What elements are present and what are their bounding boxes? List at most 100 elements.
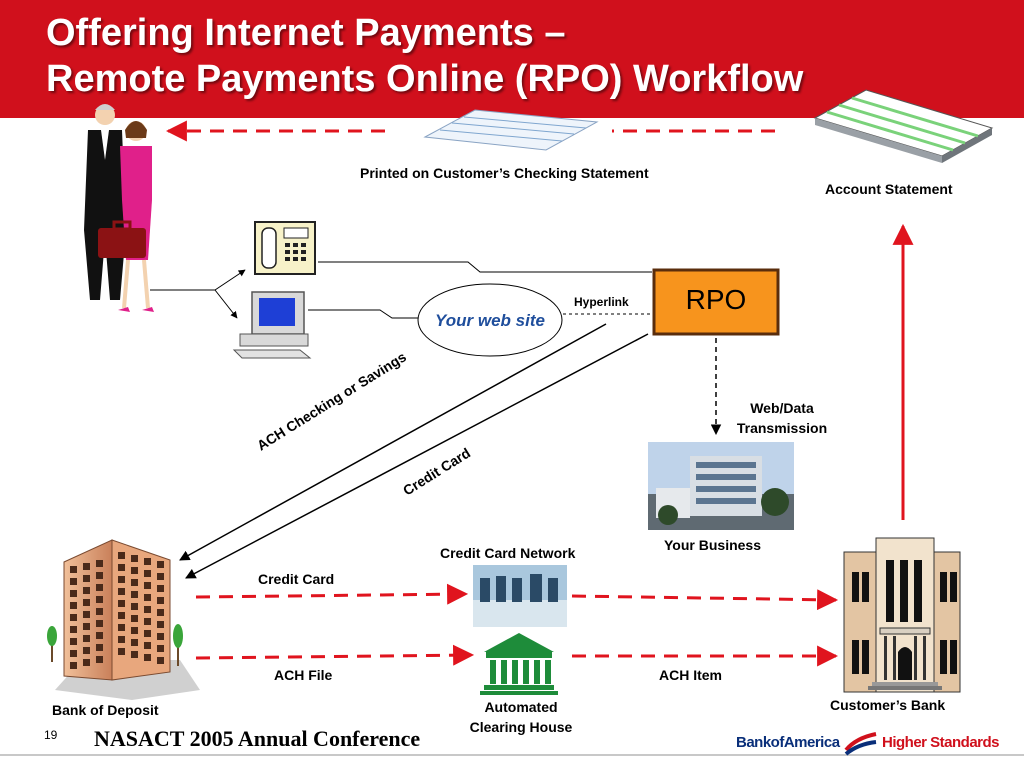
building-window <box>131 591 138 598</box>
flag-icon <box>844 732 877 756</box>
slide-number: 19 <box>44 728 58 742</box>
building-window <box>118 612 125 619</box>
rpo-to-bank-lines <box>179 323 649 579</box>
credit-card-flow-arrows <box>195 583 839 611</box>
web-data-label-1: Web/Data <box>750 400 814 416</box>
clearing-house-label-1: Automated <box>484 699 558 715</box>
web-data-label-2: Transmission <box>736 420 828 436</box>
building-window <box>70 590 77 597</box>
building-window <box>131 615 138 622</box>
building-window <box>118 636 125 643</box>
building-window <box>131 627 138 634</box>
building-window <box>144 594 151 601</box>
rpo-box <box>652 268 780 336</box>
building-window <box>157 609 164 616</box>
customer-people-icon <box>84 104 154 312</box>
building-window <box>157 585 164 592</box>
building-window <box>131 555 138 562</box>
building-window <box>118 564 125 571</box>
building-window <box>118 600 125 607</box>
building-window <box>157 597 164 604</box>
building-window <box>144 582 151 589</box>
building-window <box>157 621 164 628</box>
hyperlink-label: Hyperlink <box>574 295 629 309</box>
building-window <box>144 642 151 649</box>
telephone-icon <box>254 221 316 275</box>
your-business-label: Your Business <box>664 537 761 553</box>
building-window <box>83 599 90 606</box>
building-window <box>157 573 164 580</box>
credit-card-label: Credit Card <box>258 571 335 587</box>
building-window <box>70 566 77 573</box>
logo-tagline-text: Higher Standards <box>882 734 1000 751</box>
building-window <box>157 645 164 652</box>
building-window <box>83 575 90 582</box>
building-window <box>144 558 151 565</box>
bank-of-deposit-label: Bank of Deposit <box>52 702 159 718</box>
building-window <box>96 608 103 615</box>
web-site-ellipse <box>417 283 563 357</box>
building-window <box>83 647 90 654</box>
building-window <box>157 633 164 640</box>
building-window <box>83 635 90 642</box>
building-window <box>70 662 77 669</box>
building-window <box>144 570 151 577</box>
building-window <box>96 620 103 627</box>
building-window <box>70 638 77 645</box>
clearing-house-label-2: Clearing House <box>469 719 573 735</box>
building-window <box>157 561 164 568</box>
building-window <box>83 659 90 666</box>
building-window <box>70 626 77 633</box>
account-statement-icon <box>813 89 994 163</box>
credit-card-network-photo <box>473 565 567 627</box>
building-window <box>70 650 77 657</box>
building-window <box>70 614 77 621</box>
slide-title-line-2: Remote Payments Online (RPO) Workflow <box>46 58 804 100</box>
footer-divider <box>0 754 1024 756</box>
building-window <box>96 644 103 651</box>
building-window <box>70 602 77 609</box>
logo-brand-text: BankofAmerica <box>736 734 840 751</box>
building-window <box>144 618 151 625</box>
printed-statement-icon <box>423 109 599 151</box>
building-window <box>144 630 151 637</box>
web-site-label: Your web site <box>435 311 545 330</box>
customers-bank-label: Customer’s Bank <box>830 697 946 713</box>
business-building-photo <box>648 442 794 530</box>
rpo-label: RPO <box>685 284 747 315</box>
clearing-house-icon <box>480 633 558 695</box>
building-window <box>131 639 138 646</box>
ach-item-label: ACH Item <box>659 667 723 683</box>
building-window <box>96 656 103 663</box>
building-window <box>83 623 90 630</box>
building-window <box>83 563 90 570</box>
bank-of-deposit-building <box>47 539 200 700</box>
building-window <box>118 552 125 559</box>
printed-statement-label: Printed on Customer’s Checking Statement <box>360 165 649 181</box>
computer-icon <box>232 291 312 359</box>
building-window <box>96 632 103 639</box>
building-window <box>96 596 103 603</box>
building-window <box>83 611 90 618</box>
building-window <box>118 648 125 655</box>
building-window <box>144 654 151 661</box>
building-window <box>96 560 103 567</box>
building-window <box>83 587 90 594</box>
ach-flow-arrows <box>195 644 839 667</box>
building-window <box>118 624 125 631</box>
building-window <box>118 576 125 583</box>
building-window <box>131 579 138 586</box>
customers-bank-building <box>843 537 961 693</box>
conference-footer: NASACT 2005 Annual Conference <box>94 726 421 751</box>
bank-of-america-logo: BankofAmerica Higher Standards <box>736 728 1006 760</box>
credit-card-network-label: Credit Card Network <box>440 545 576 561</box>
building-window <box>131 567 138 574</box>
account-statement-label: Account Statement <box>825 181 953 197</box>
building-window <box>96 572 103 579</box>
building-window <box>131 603 138 610</box>
channel-lines <box>308 261 652 319</box>
building-window <box>144 606 151 613</box>
slide-title-line-1: Offering Internet Payments – <box>46 12 566 54</box>
building-window <box>118 588 125 595</box>
